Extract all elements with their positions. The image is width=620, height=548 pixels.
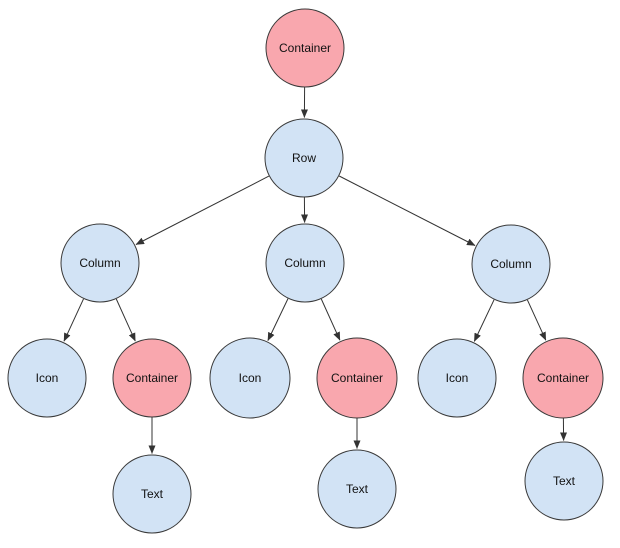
node-label-column-2: Column <box>284 256 325 270</box>
node-label-text-1: Text <box>141 487 164 501</box>
node-circle-icon-1 <box>7 338 87 418</box>
tree-node-text-1: Text <box>112 454 192 534</box>
node-label-icon-2: Icon <box>239 371 262 385</box>
node-label-column-1: Column <box>79 256 120 270</box>
node-circle-text-2 <box>317 449 397 529</box>
tree-node-icon-3: Icon <box>417 338 497 418</box>
edge-arrow-column-3-to-icon-3 <box>473 299 495 342</box>
edges-layer <box>63 87 568 454</box>
node-label-container-1: Container <box>126 371 178 385</box>
tree-node-column-1: Column <box>60 223 140 303</box>
node-circle-text-3 <box>524 441 604 521</box>
node-label-icon-3: Icon <box>446 371 469 385</box>
tree-node-container-1: Container <box>112 338 192 418</box>
node-circle-icon-2 <box>209 337 291 419</box>
edge-arrow-column-2-to-icon-2 <box>267 298 289 342</box>
tree-node-text-3: Text <box>524 441 604 521</box>
node-label-container-2: Container <box>331 371 383 385</box>
node-circle-column-2 <box>265 223 345 303</box>
node-circle-row <box>264 118 344 198</box>
tree-node-container-3: Container <box>522 337 604 419</box>
tree-node-icon-1: Icon <box>7 338 87 418</box>
node-circle-icon-3 <box>417 338 497 418</box>
edge-arrow-row-to-column-1 <box>135 175 270 245</box>
edge-arrow-column-1-to-container-1 <box>115 298 136 342</box>
edge-arrow-row-to-column-3 <box>338 175 476 246</box>
edge-arrow-column-3-to-container-3 <box>526 299 547 341</box>
node-label-container-3: Container <box>537 371 589 385</box>
node-circle-column-3 <box>471 224 551 304</box>
edge-arrow-column-1-to-icon-1 <box>63 298 84 342</box>
node-label-text-2: Text <box>346 482 369 496</box>
node-label-text-3: Text <box>553 474 576 488</box>
tree-node-container-2: Container <box>316 337 398 419</box>
edge-arrow-column-2-to-container-2 <box>320 298 341 341</box>
tree-node-row: Row <box>264 118 344 198</box>
node-label-row: Row <box>292 151 316 165</box>
tree-node-icon-2: Icon <box>209 337 291 419</box>
node-circle-container-1 <box>112 338 192 418</box>
node-circle-container-3 <box>522 337 604 419</box>
tree-node-container-root: Container <box>265 8 345 88</box>
node-label-container-root: Container <box>279 41 331 55</box>
node-circle-text-1 <box>112 454 192 534</box>
node-circle-container-2 <box>316 337 398 419</box>
node-circle-container-root <box>265 8 345 88</box>
node-label-icon-1: Icon <box>36 371 59 385</box>
node-label-column-3: Column <box>490 257 531 271</box>
node-circle-column-1 <box>60 223 140 303</box>
tree-node-column-2: Column <box>265 223 345 303</box>
tree-node-column-3: Column <box>471 224 551 304</box>
tree-node-text-2: Text <box>317 449 397 529</box>
